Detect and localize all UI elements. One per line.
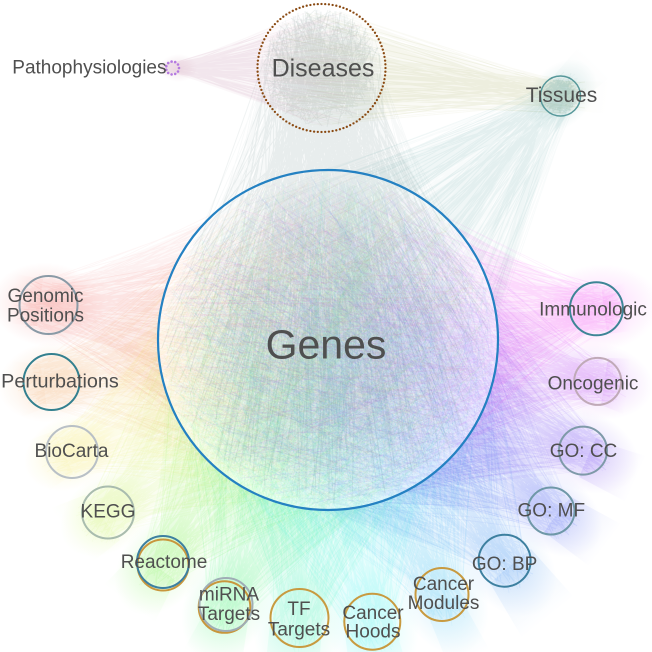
svg-text:BioCarta: BioCarta xyxy=(35,441,109,462)
svg-text:miRNA: miRNA xyxy=(199,585,259,606)
svg-text:Hoods: Hoods xyxy=(346,622,401,643)
svg-text:TF: TF xyxy=(287,599,310,620)
svg-text:GO: BP: GO: BP xyxy=(472,554,537,575)
svg-text:GO: MF: GO: MF xyxy=(518,500,586,521)
svg-text:Targets: Targets xyxy=(268,620,330,641)
svg-text:Cancer: Cancer xyxy=(413,574,475,595)
svg-text:Positions: Positions xyxy=(7,306,84,327)
svg-text:Oncogenic: Oncogenic xyxy=(548,374,639,395)
svg-text:Genomic: Genomic xyxy=(7,286,83,307)
svg-text:KEGG: KEGG xyxy=(81,502,136,523)
svg-text:Reactome: Reactome xyxy=(121,552,208,573)
svg-text:Cancer: Cancer xyxy=(342,603,404,624)
svg-text:Targets: Targets xyxy=(198,604,260,625)
svg-text:Pathophysiologies: Pathophysiologies xyxy=(12,57,166,78)
svg-text:Modules: Modules xyxy=(408,593,480,614)
svg-text:Diseases: Diseases xyxy=(272,55,375,83)
svg-text:Genes: Genes xyxy=(266,322,387,368)
svg-text:Perturbations: Perturbations xyxy=(1,371,119,393)
svg-text:Tissues: Tissues xyxy=(526,84,598,107)
svg-text:Immunologic: Immunologic xyxy=(539,299,647,320)
svg-text:GO: CC: GO: CC xyxy=(550,441,618,462)
